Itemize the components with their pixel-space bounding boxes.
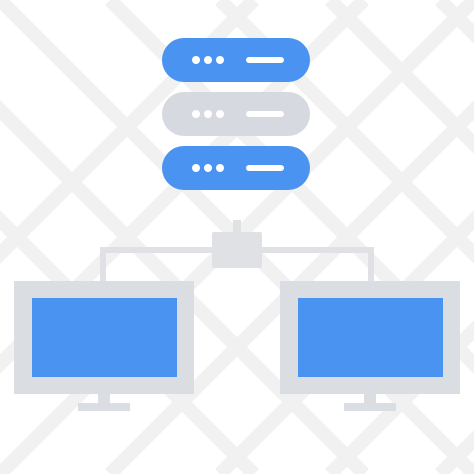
server-unit-top [162, 38, 310, 82]
watermark-stroke [215, 210, 474, 474]
left-monitor-screen [32, 298, 177, 377]
network-connector [100, 220, 374, 283]
right-monitor [280, 281, 460, 411]
watermark-stroke [105, 100, 474, 474]
server-unit-middle [162, 92, 310, 136]
watermark-stroke [325, 320, 474, 474]
right-monitor-screen [298, 298, 443, 377]
left-monitor [14, 281, 194, 411]
server-unit-bottom [162, 146, 310, 190]
watermark-stroke [325, 0, 474, 154]
